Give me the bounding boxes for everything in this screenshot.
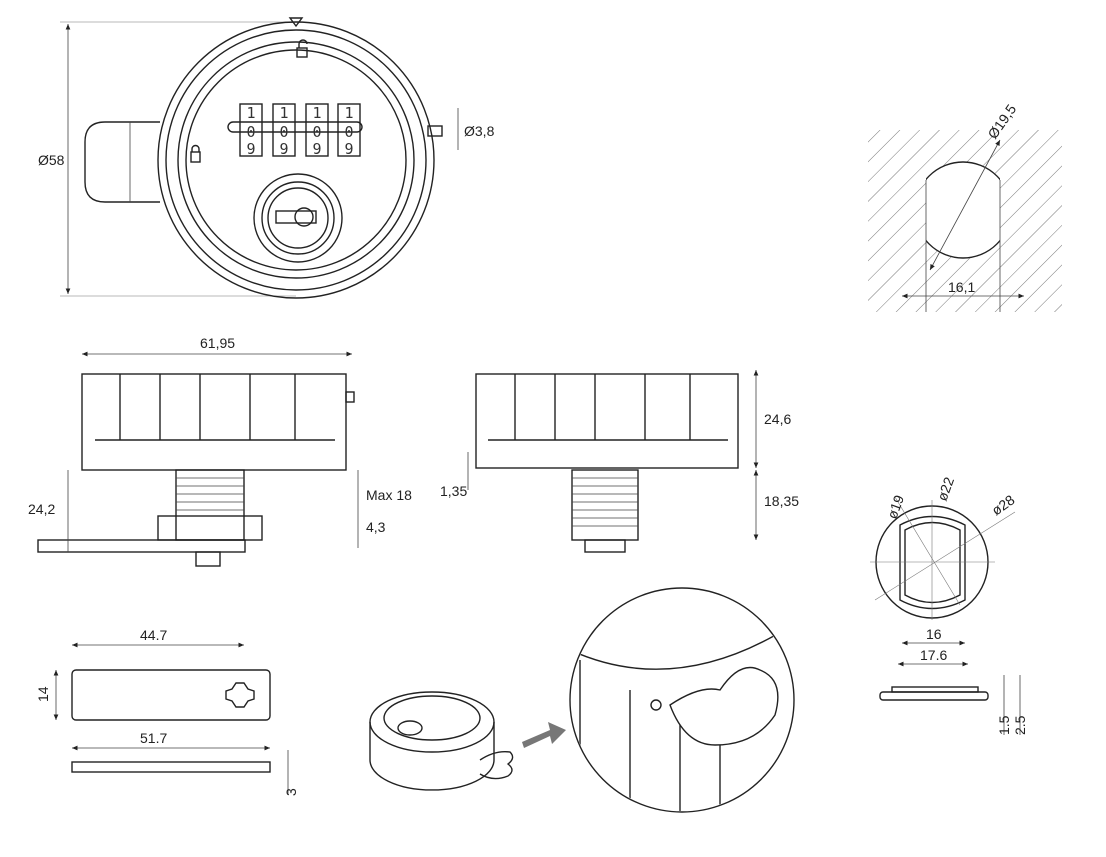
reset-illustration (369, 587, 795, 813)
finger-icon (669, 666, 779, 746)
svg-text:1: 1 (344, 104, 353, 122)
pin-diameter-label: Ø3,8 (464, 123, 495, 139)
outer-diameter-label: Ø58 (38, 152, 65, 168)
svg-text:1: 1 (246, 104, 255, 122)
svg-text:9: 9 (246, 140, 255, 158)
cutout-shape (926, 161, 1000, 259)
width-label: 61,95 (200, 335, 235, 351)
detail-circle (569, 587, 795, 813)
svg-text:1: 1 (312, 104, 321, 122)
nut (157, 515, 263, 541)
thread (175, 469, 245, 541)
arrow-icon (522, 722, 566, 748)
panel-cutout-view: Ø19,5 16,1 (868, 101, 1062, 312)
front-view: Ø58 109 109 109 109 Ø3,8 (38, 17, 495, 299)
cam-tab (84, 121, 160, 203)
svg-text:0: 0 (279, 123, 288, 141)
cutout-width-label: 16,1 (948, 279, 975, 295)
washer-t2-label: 2.5 (1012, 715, 1028, 735)
hand-icon (479, 750, 514, 780)
thread-length-label: 18,35 (764, 493, 799, 509)
side-view-left: 61,95 24,2 Max 18 4,3 (28, 335, 412, 567)
outer-ring (157, 21, 435, 299)
key-cylinder (253, 173, 343, 263)
cam-offset-label: 4,3 (366, 519, 386, 535)
svg-text:0: 0 (344, 123, 353, 141)
washer-d3-label: ø28 (989, 491, 1018, 518)
wheel-4: 109 (337, 103, 361, 158)
unlock-icon (296, 39, 308, 58)
combination-wheels: 109 109 109 109 (239, 103, 361, 158)
svg-text:0: 0 (312, 123, 321, 141)
plate-length-label: 51.7 (140, 730, 167, 746)
dial-face (185, 49, 407, 271)
side-view-right: 24,6 18,35 1,35 (440, 370, 799, 553)
svg-text:9: 9 (279, 140, 288, 158)
pin (427, 125, 443, 137)
washer-d1-label: ø19 (884, 493, 907, 521)
wheel-1: 109 (239, 103, 263, 158)
svg-text:9: 9 (312, 140, 321, 158)
wheel-2: 109 (272, 103, 296, 158)
gap-label: 1,35 (440, 483, 467, 499)
svg-text:0: 0 (246, 123, 255, 141)
washer-t1-label: 1.5 (996, 715, 1012, 735)
cam-plate-view: 44.7 14 51.7 3 (35, 627, 299, 796)
height-label: 24,2 (28, 501, 55, 517)
wheel-3: 109 (305, 103, 329, 158)
svg-text:1: 1 (279, 104, 288, 122)
body-height-label: 24,6 (764, 411, 791, 427)
washer-d2-label: ø22 (934, 475, 957, 503)
cam (37, 539, 246, 553)
hole-distance-label: 44.7 (140, 627, 167, 643)
washer-flat2-label: 17.6 (920, 647, 947, 663)
lock-icon (190, 144, 201, 163)
plate-thickness-label: 3 (283, 788, 299, 796)
plate-width-label: 14 (35, 686, 51, 702)
svg-text:9: 9 (344, 140, 353, 158)
washer-flat1-label: 16 (926, 626, 942, 642)
max-panel-label: Max 18 (366, 487, 412, 503)
washer-view: ø19 ø22 ø28 16 17.6 1.5 2.5 (870, 475, 1028, 735)
